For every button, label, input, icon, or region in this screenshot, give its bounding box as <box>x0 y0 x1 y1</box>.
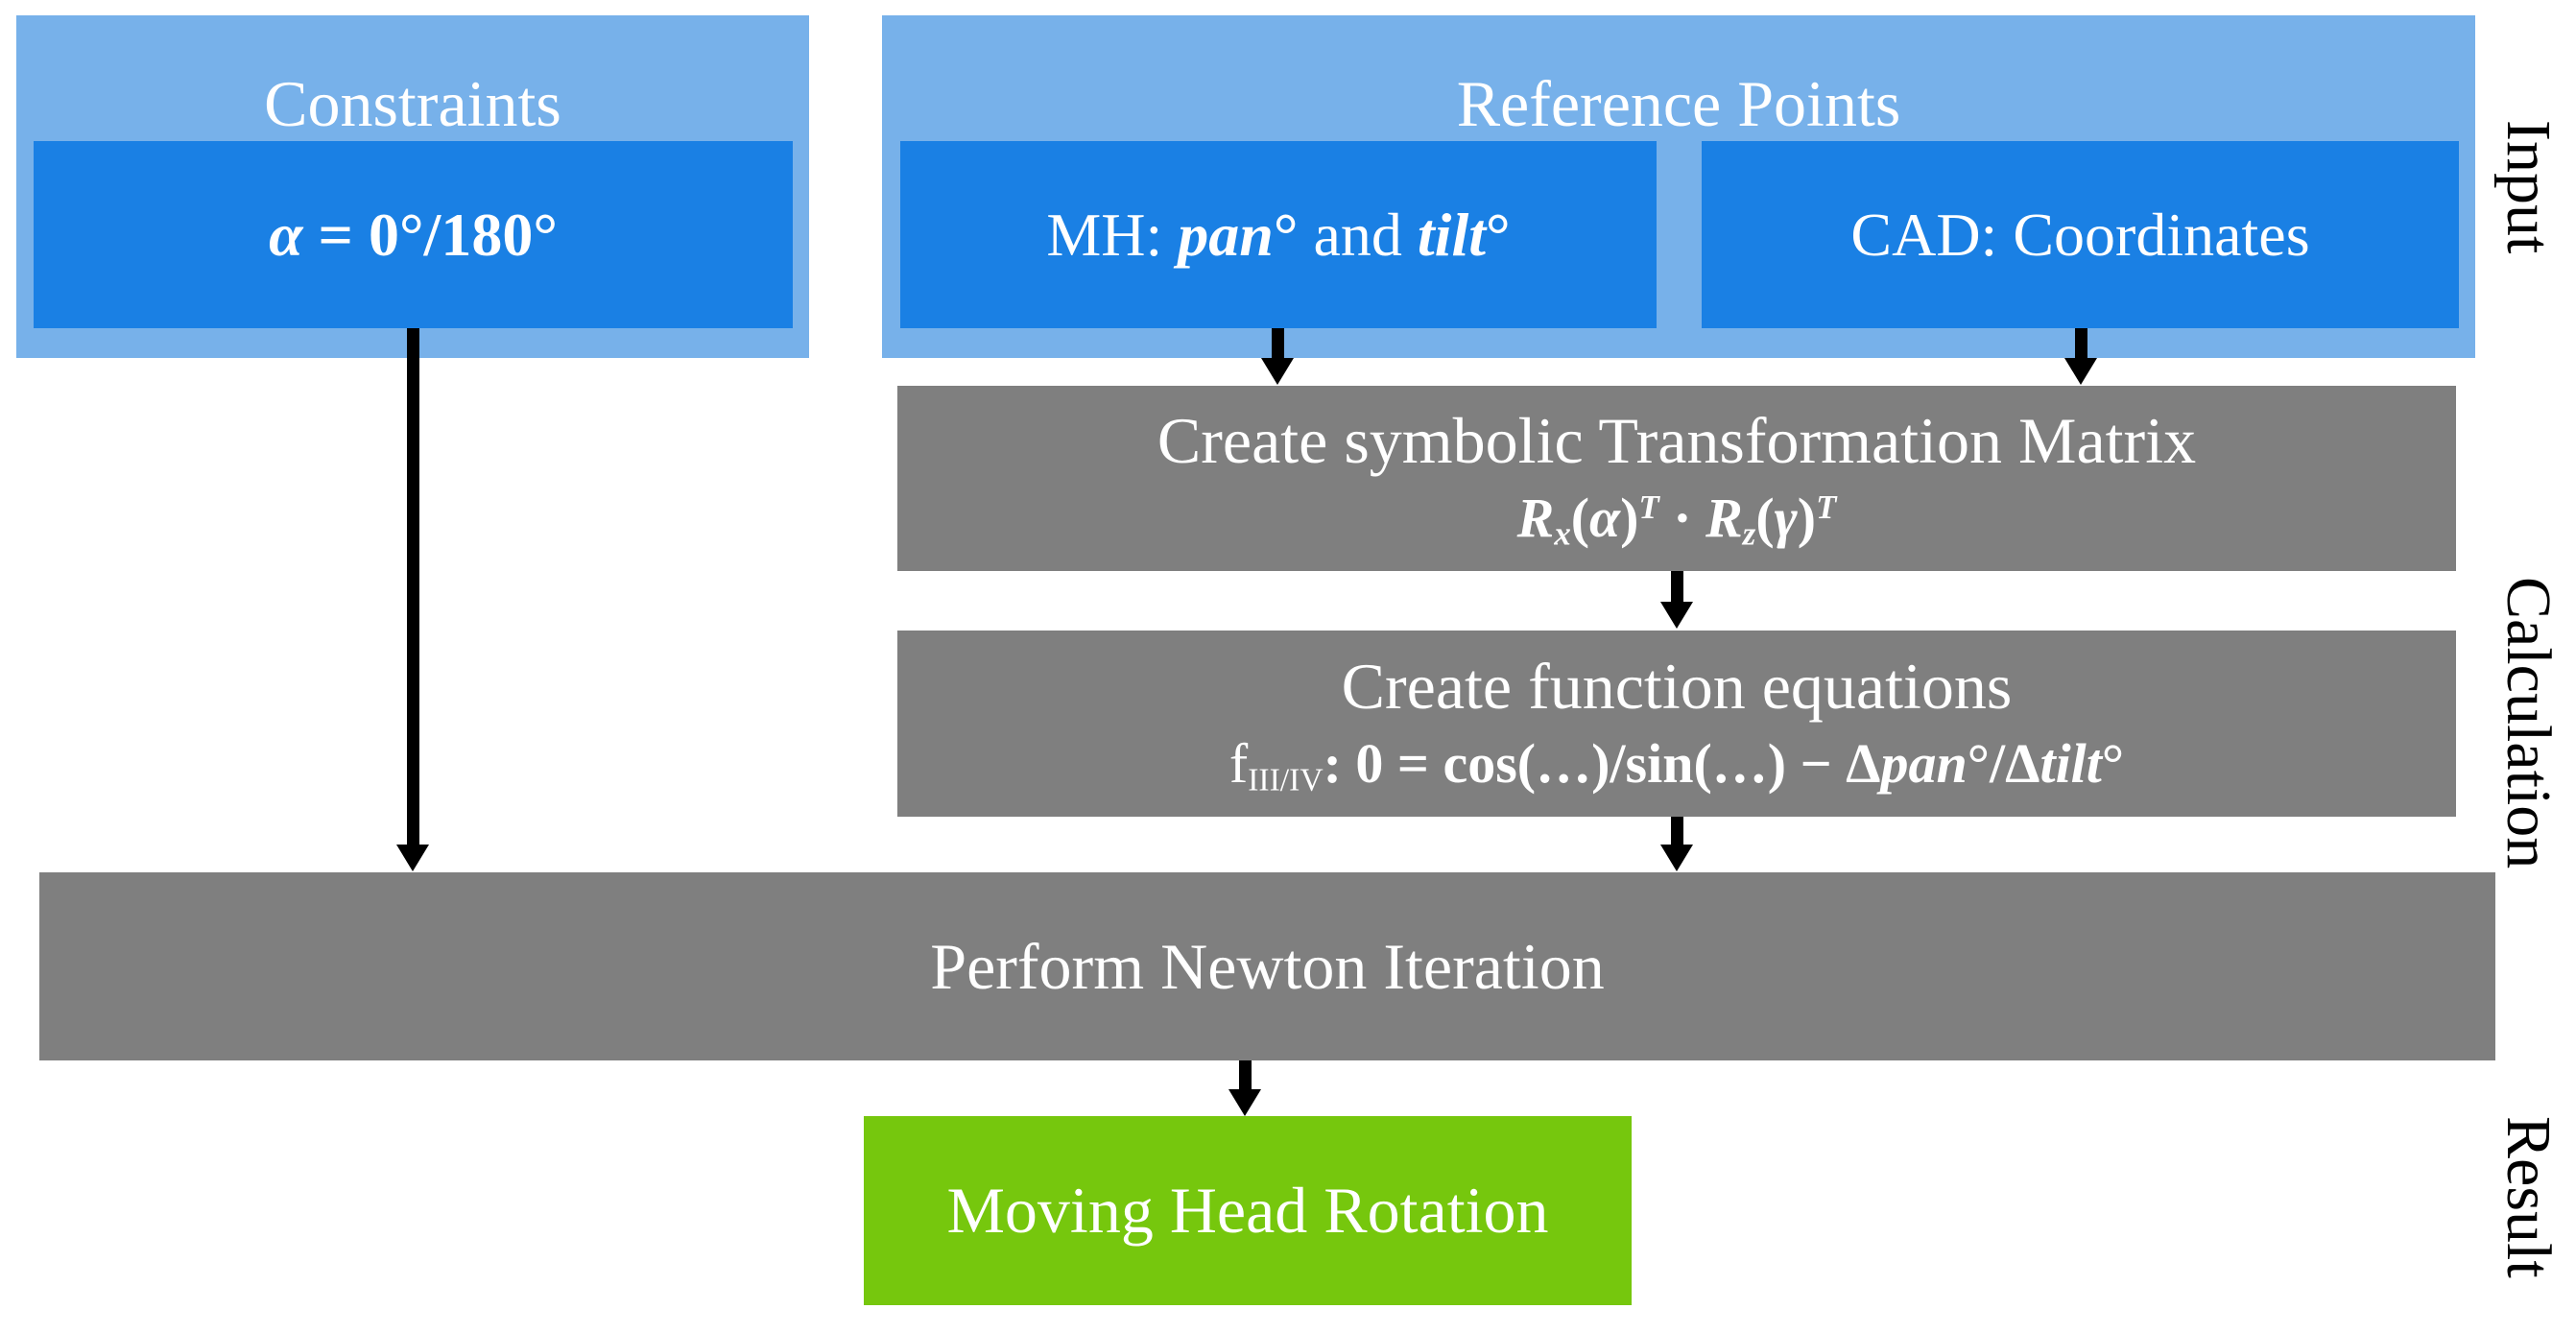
constraints-title-text: Constraints <box>264 67 561 140</box>
arrow-shaft <box>1271 328 1284 358</box>
arrow-cad-to-matrix-icon <box>2064 328 2097 385</box>
equations-box-title: Create function equations <box>1341 650 2013 724</box>
result-box-title: Moving Head Rotation <box>946 1174 1549 1248</box>
arrow-shaft <box>1670 571 1683 602</box>
arrow-head <box>2064 358 2097 385</box>
arrow-shaft <box>2074 328 2087 358</box>
reference-points-group-box: Reference Points MH: pan° and tilt° CAD:… <box>882 15 2475 358</box>
arrow-shaft <box>1238 1060 1252 1089</box>
constraints-group-box: Constraints α = 0°/180° <box>16 15 809 358</box>
section-label-result: Result <box>2493 1115 2564 1278</box>
arrow-head <box>1228 1089 1261 1116</box>
reference-points-title-text: Reference Points <box>1456 67 1901 140</box>
equations-box: Create function equations fIII/IV: 0 = c… <box>897 631 2456 817</box>
mh-box: MH: pan° and tilt° <box>900 141 1657 328</box>
matrix-box-title: Create symbolic Transformation Matrix <box>1157 404 2197 478</box>
section-label-calculation: Calculation <box>2493 577 2564 869</box>
reference-points-title: Reference Points <box>882 15 2475 141</box>
arrow-shaft <box>1670 817 1683 845</box>
arrow-head <box>1261 358 1294 385</box>
matrix-formula: Rx(α)T · Rz(γ)T <box>1516 487 1837 553</box>
cad-text: CAD: Coordinates <box>1850 200 2310 269</box>
newton-box: Perform Newton Iteration <box>39 872 2495 1060</box>
equations-formula: fIII/IV: 0 = cos(…)/sin(…) − Δpan°/Δtilt… <box>1228 731 2125 798</box>
constraints-value: α = 0°/180° <box>269 200 558 269</box>
mh-text: MH: pan° and tilt° <box>1046 200 1511 269</box>
arrow-shaft <box>406 328 419 845</box>
arrow-equations-to-newton-icon <box>1660 817 1693 871</box>
constraints-title: Constraints <box>16 15 809 141</box>
newton-box-title: Perform Newton Iteration <box>930 929 1605 1003</box>
section-label-input: Input <box>2493 119 2564 254</box>
arrow-matrix-to-equations-icon <box>1660 571 1693 629</box>
arrow-head <box>1660 602 1693 629</box>
arrow-head <box>396 845 429 871</box>
cad-box: CAD: Coordinates <box>1702 141 2459 328</box>
arrow-mh-to-matrix-icon <box>1261 328 1294 385</box>
constraints-value-box: α = 0°/180° <box>34 141 793 328</box>
matrix-box: Create symbolic Transformation Matrix Rx… <box>897 386 2456 571</box>
arrow-newton-to-result-icon <box>1228 1060 1261 1116</box>
arrow-constraints-to-newton-icon <box>396 328 429 871</box>
arrow-head <box>1660 845 1693 871</box>
result-box: Moving Head Rotation <box>864 1116 1632 1305</box>
